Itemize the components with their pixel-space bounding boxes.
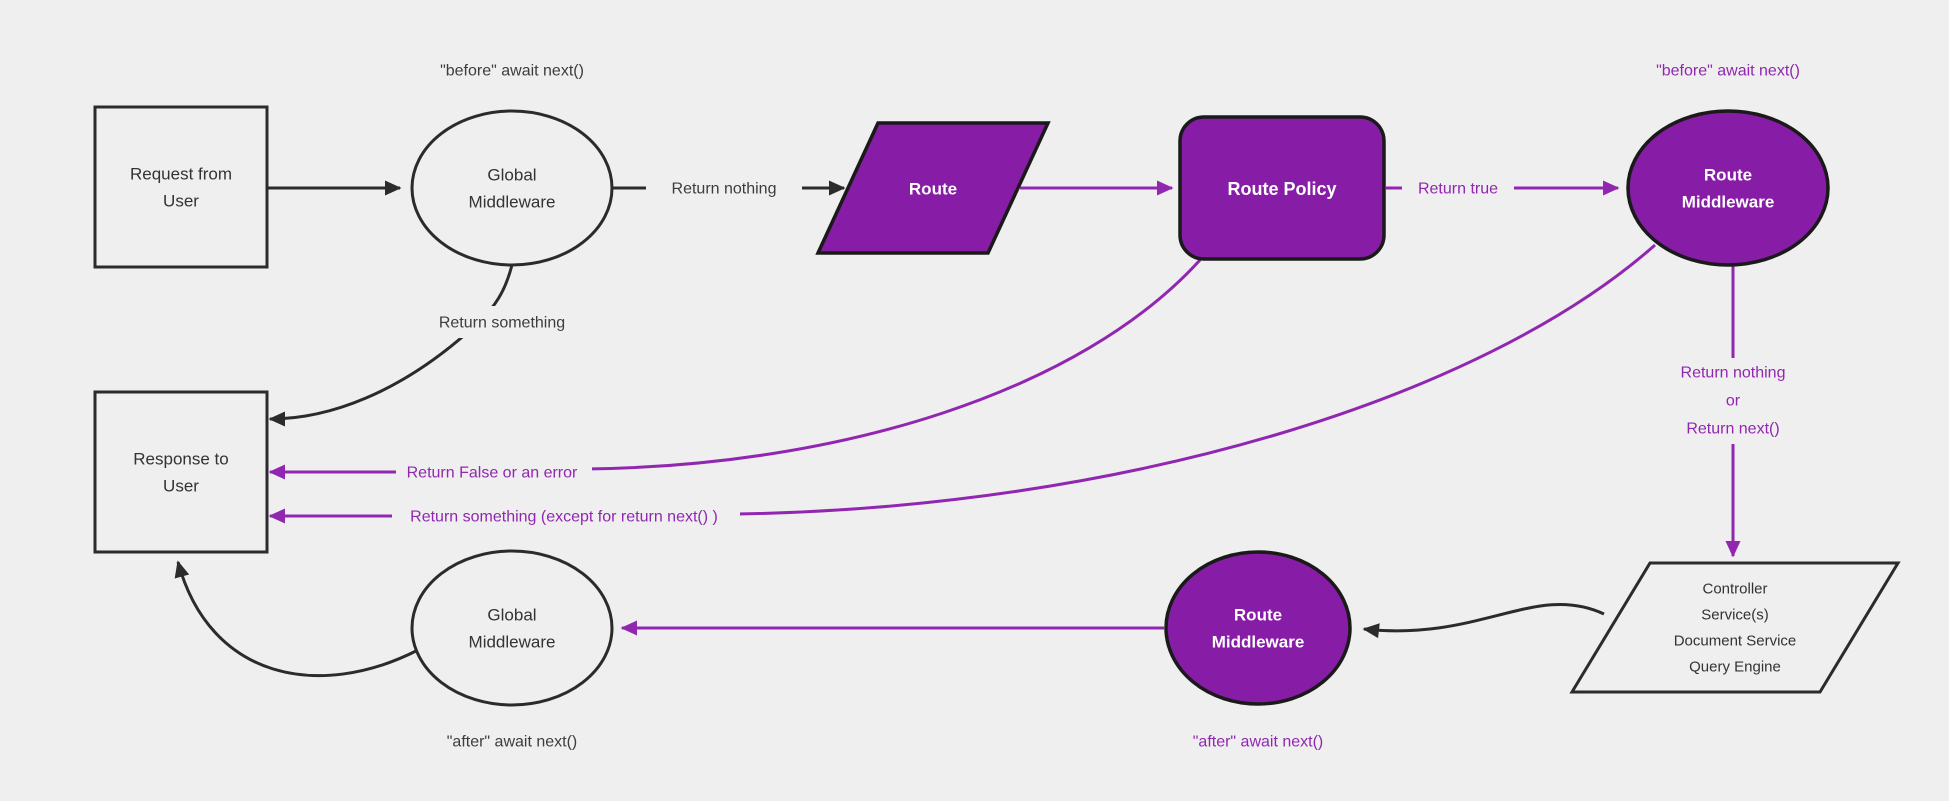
global-middleware-bottom-line1: Global	[487, 606, 536, 625]
request-label-line2: User	[163, 192, 199, 211]
backend-line3: Document Service	[1674, 633, 1797, 650]
route-policy-label: Route Policy	[1227, 179, 1336, 199]
route-parallelogram	[815, 121, 1051, 255]
edge-labels: "before" await next() Return nothing Ret…	[392, 63, 1818, 751]
nodes: Request from User Global Middleware Rout…	[93, 105, 1901, 707]
route-label: Route	[909, 180, 957, 199]
backend-parallelogram	[1569, 561, 1901, 694]
label-return-nothing-or-next-bg	[1648, 358, 1818, 444]
global-middleware-bottom-line2: Middleware	[469, 633, 556, 652]
label-return-nothing-or-next: Return nothing or Return next()	[1648, 358, 1818, 444]
label-return-nothing-or-next-line3: Return next()	[1686, 421, 1779, 438]
route-middleware-top-line2: Middleware	[1682, 193, 1775, 212]
label-after-global: "after" await next()	[447, 734, 578, 751]
edge-route-middleware-return-something-curve	[735, 243, 1656, 516]
label-return-something-except-bg	[392, 500, 740, 532]
label-return-nothing-or-next-line2: or	[1726, 393, 1741, 410]
response-label-line2: User	[163, 477, 199, 496]
route-middleware-top-line1: Route	[1704, 166, 1752, 185]
edge-global-return-something-lower	[268, 330, 469, 427]
label-return-true-bg	[1402, 172, 1514, 204]
backend-line1: Controller	[1702, 581, 1767, 598]
label-return-nothing-text: Return nothing	[672, 181, 777, 198]
backend-line4: Query Engine	[1689, 659, 1781, 676]
label-return-true: Return true	[1402, 172, 1514, 204]
label-return-something-except-text: Return something (except for return next…	[410, 509, 718, 526]
global-middleware-bottom-ellipse	[410, 549, 614, 707]
label-return-nothing-or-next-line1: Return nothing	[1681, 365, 1786, 382]
node-global-middleware-top: Global Middleware	[410, 109, 614, 267]
global-middleware-top-line1: Global	[487, 166, 536, 185]
label-return-nothing-bg	[646, 172, 802, 204]
edge-policy-return-false-curve	[585, 258, 1202, 471]
edge-backend-to-route-middleware-after	[1362, 603, 1605, 639]
label-return-false-error-text: Return False or an error	[407, 465, 578, 482]
node-request-from-user: Request from User	[93, 105, 269, 269]
edge-global-after-to-response	[174, 560, 419, 678]
label-return-true-text: Return true	[1418, 181, 1498, 198]
label-return-nothing: Return nothing	[646, 172, 802, 204]
label-return-false-error-bg	[396, 456, 592, 488]
label-after-route-middleware: "after" await next()	[1193, 734, 1324, 751]
node-route: Route	[815, 121, 1051, 255]
edges	[174, 180, 1741, 678]
node-global-middleware-bottom: Global Middleware	[410, 549, 614, 707]
response-label-line1: Response to	[133, 450, 228, 469]
node-response-to-user: Response to User	[93, 390, 269, 554]
request-label-line1: Request from	[130, 165, 232, 184]
node-route-middleware-top: Route Middleware	[1626, 109, 1830, 267]
label-return-something-bg	[412, 306, 592, 338]
response-box	[93, 390, 269, 554]
node-route-middleware-bottom: Route Middleware	[1164, 550, 1352, 706]
route-policy-box	[1178, 115, 1386, 261]
request-box	[93, 105, 269, 269]
backend-line2: Service(s)	[1701, 607, 1769, 624]
label-return-something-text: Return something	[439, 315, 565, 332]
route-middleware-top-ellipse	[1626, 109, 1830, 267]
global-middleware-top-ellipse	[410, 109, 614, 267]
route-middleware-bottom-line2: Middleware	[1212, 633, 1305, 652]
node-backend-services: Controller Service(s) Document Service Q…	[1569, 561, 1901, 694]
route-middleware-bottom-line1: Route	[1234, 606, 1282, 625]
label-return-something: Return something	[412, 306, 592, 338]
label-before-global: "before" await next()	[440, 63, 584, 80]
label-return-false-error: Return False or an error	[396, 456, 592, 488]
node-route-policy: Route Policy	[1178, 115, 1386, 261]
global-middleware-top-line2: Middleware	[469, 193, 556, 212]
route-middleware-bottom-ellipse	[1164, 550, 1352, 706]
label-return-something-except: Return something (except for return next…	[392, 500, 740, 532]
label-before-route-middleware: "before" await next()	[1656, 63, 1800, 80]
